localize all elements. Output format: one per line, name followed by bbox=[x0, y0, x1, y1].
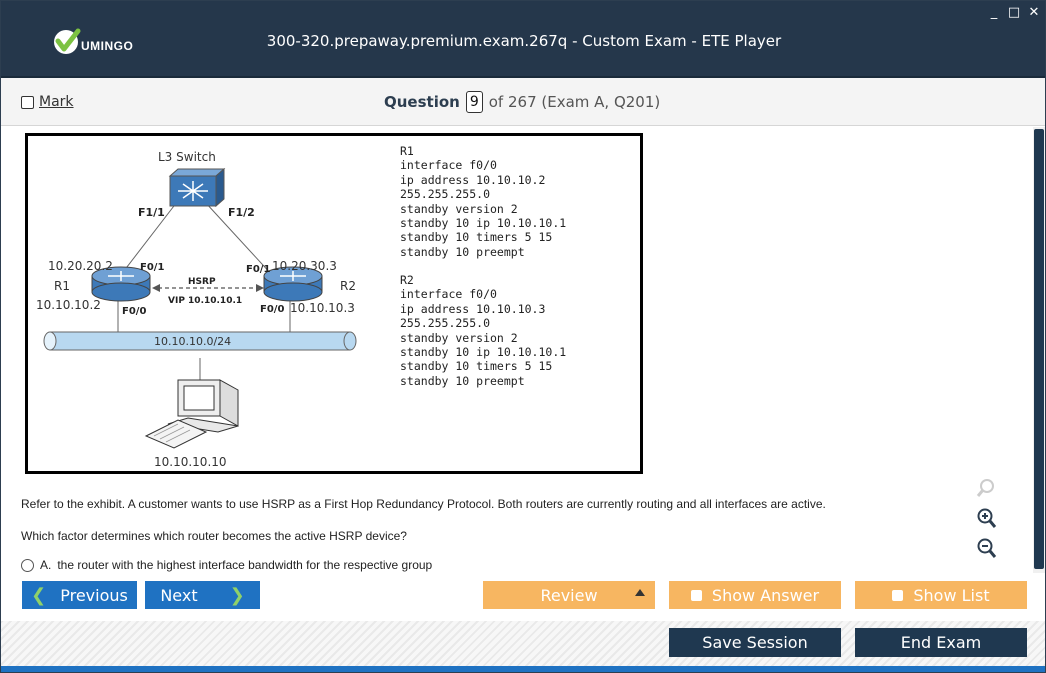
hsrp-arrow bbox=[152, 284, 264, 292]
session-footer: Save Session End Exam bbox=[1, 621, 1045, 666]
title-bar: UMINGO 300-320.prepaway.premium.exam.267… bbox=[1, 1, 1045, 78]
mark-checkbox[interactable]: Mark bbox=[21, 94, 74, 110]
r1-f00-label: F0/0 bbox=[122, 306, 146, 317]
question-content: L3 Switch F1/1 F1/2 10.20.20.2 F0/1 F0/1… bbox=[1, 127, 1033, 573]
r1-config: R1 interface f0/0 ip address 10.10.10.2 … bbox=[400, 144, 567, 259]
content-scrollbar[interactable] bbox=[1033, 127, 1045, 573]
next-label: Next bbox=[160, 585, 198, 605]
minimize-icon[interactable]: _ bbox=[990, 5, 998, 20]
vumingo-logo: UMINGO bbox=[51, 27, 133, 57]
exhibit-image: L3 Switch F1/1 F1/2 10.20.20.2 F0/1 F0/1… bbox=[25, 133, 643, 474]
show-answer-label: Show Answer bbox=[711, 585, 820, 605]
lan-segment bbox=[43, 331, 357, 351]
r2-label: R2 bbox=[340, 279, 356, 293]
link-switch-r2 bbox=[204, 201, 274, 277]
show-answer-button[interactable]: Show Answer bbox=[669, 581, 841, 609]
router-r1-icon bbox=[91, 266, 151, 302]
r2-lower-ip: 10.10.10.3 bbox=[290, 301, 355, 315]
question-word: Question bbox=[384, 93, 460, 111]
scrollbar-thumb[interactable] bbox=[1034, 129, 1044, 569]
link-switch-r1 bbox=[119, 201, 178, 277]
switch-label: L3 Switch bbox=[158, 150, 216, 164]
pc-ip: 10.10.10.10 bbox=[154, 455, 227, 469]
zoom-out-icon[interactable] bbox=[973, 535, 999, 561]
r1-label: R1 bbox=[54, 279, 70, 293]
end-exam-button[interactable]: End Exam bbox=[855, 628, 1027, 657]
zoom-reset-icon[interactable] bbox=[973, 475, 999, 501]
l3-switch-icon bbox=[168, 167, 226, 208]
r2-f00-label: F0/0 bbox=[260, 304, 284, 315]
logo-text: UMINGO bbox=[81, 39, 134, 53]
option-a[interactable]: A. the router with the highest interface… bbox=[21, 558, 432, 572]
chevron-right-icon: ❯ bbox=[229, 584, 245, 606]
router-r2-icon bbox=[263, 266, 323, 302]
r1-lower-ip: 10.10.10.2 bbox=[36, 298, 101, 312]
review-label: Review bbox=[540, 585, 598, 605]
question-number-input[interactable]: 9 bbox=[465, 91, 483, 113]
caret-up-icon bbox=[635, 589, 645, 596]
mark-label[interactable]: Mark bbox=[39, 94, 74, 110]
pc-icon bbox=[144, 379, 239, 449]
r2-upper-ip: 10.20.30.3 bbox=[272, 259, 337, 273]
mark-checkbox-box[interactable] bbox=[21, 95, 34, 109]
close-icon[interactable]: ✕ bbox=[1028, 5, 1040, 20]
next-button[interactable]: Next ❯ bbox=[145, 581, 260, 609]
zoom-in-icon[interactable] bbox=[973, 505, 999, 531]
maximize-icon[interactable]: □ bbox=[1007, 5, 1021, 20]
lan-label: 10.10.10.0/24 bbox=[154, 335, 231, 348]
r2-config: R2 interface f0/0 ip address 10.10.10.3 … bbox=[400, 273, 567, 388]
show-answer-checkbox[interactable] bbox=[690, 589, 702, 601]
hsrp-label: HSRP bbox=[188, 277, 216, 287]
question-of-text: of 267 (Exam A, Q201) bbox=[488, 93, 661, 111]
question-text-prompt: Which factor determines which router bec… bbox=[21, 529, 407, 543]
option-a-letter: A. bbox=[40, 558, 52, 572]
switch-port-f11: F1/1 bbox=[138, 206, 165, 219]
navigation-toolbar: ❮ Previous Next ❯ Review Show Answer Sho… bbox=[1, 573, 1045, 621]
chevron-left-icon: ❮ bbox=[31, 584, 47, 606]
window-controls: _ □ ✕ bbox=[987, 5, 1041, 20]
network-diagram: L3 Switch F1/1 F1/2 10.20.20.2 F0/1 F0/1… bbox=[36, 150, 357, 469]
review-button[interactable]: Review bbox=[483, 581, 655, 609]
previous-button[interactable]: ❮ Previous bbox=[22, 581, 137, 609]
switch-port-f12: F1/2 bbox=[228, 206, 255, 219]
show-list-button[interactable]: Show List bbox=[855, 581, 1027, 609]
question-header: Mark Question 9 of 267 (Exam A, Q201) bbox=[1, 78, 1045, 126]
window-title: 300-320.prepaway.premium.exam.267q - Cus… bbox=[266, 32, 782, 50]
show-list-checkbox[interactable] bbox=[892, 589, 904, 601]
question-text-exhibit: Refer to the exhibit. A customer wants t… bbox=[21, 497, 826, 511]
question-info: Question 9 of 267 (Exam A, Q201) bbox=[384, 91, 660, 113]
bottom-accent-strip bbox=[1, 666, 1045, 672]
show-list-label: Show List bbox=[913, 585, 990, 605]
r1-f01-label: F0/1 bbox=[140, 262, 164, 273]
r1-upper-ip: 10.20.20.2 bbox=[48, 259, 113, 273]
vip-label: VIP 10.10.10.1 bbox=[168, 296, 242, 306]
checkmark-logo-icon bbox=[54, 28, 81, 54]
save-session-button[interactable]: Save Session bbox=[669, 628, 841, 657]
previous-label: Previous bbox=[60, 585, 128, 605]
option-a-text: the router with the highest interface ba… bbox=[57, 558, 433, 572]
r2-f01-label: F0/1 bbox=[246, 264, 270, 275]
option-a-radio[interactable] bbox=[21, 558, 34, 572]
